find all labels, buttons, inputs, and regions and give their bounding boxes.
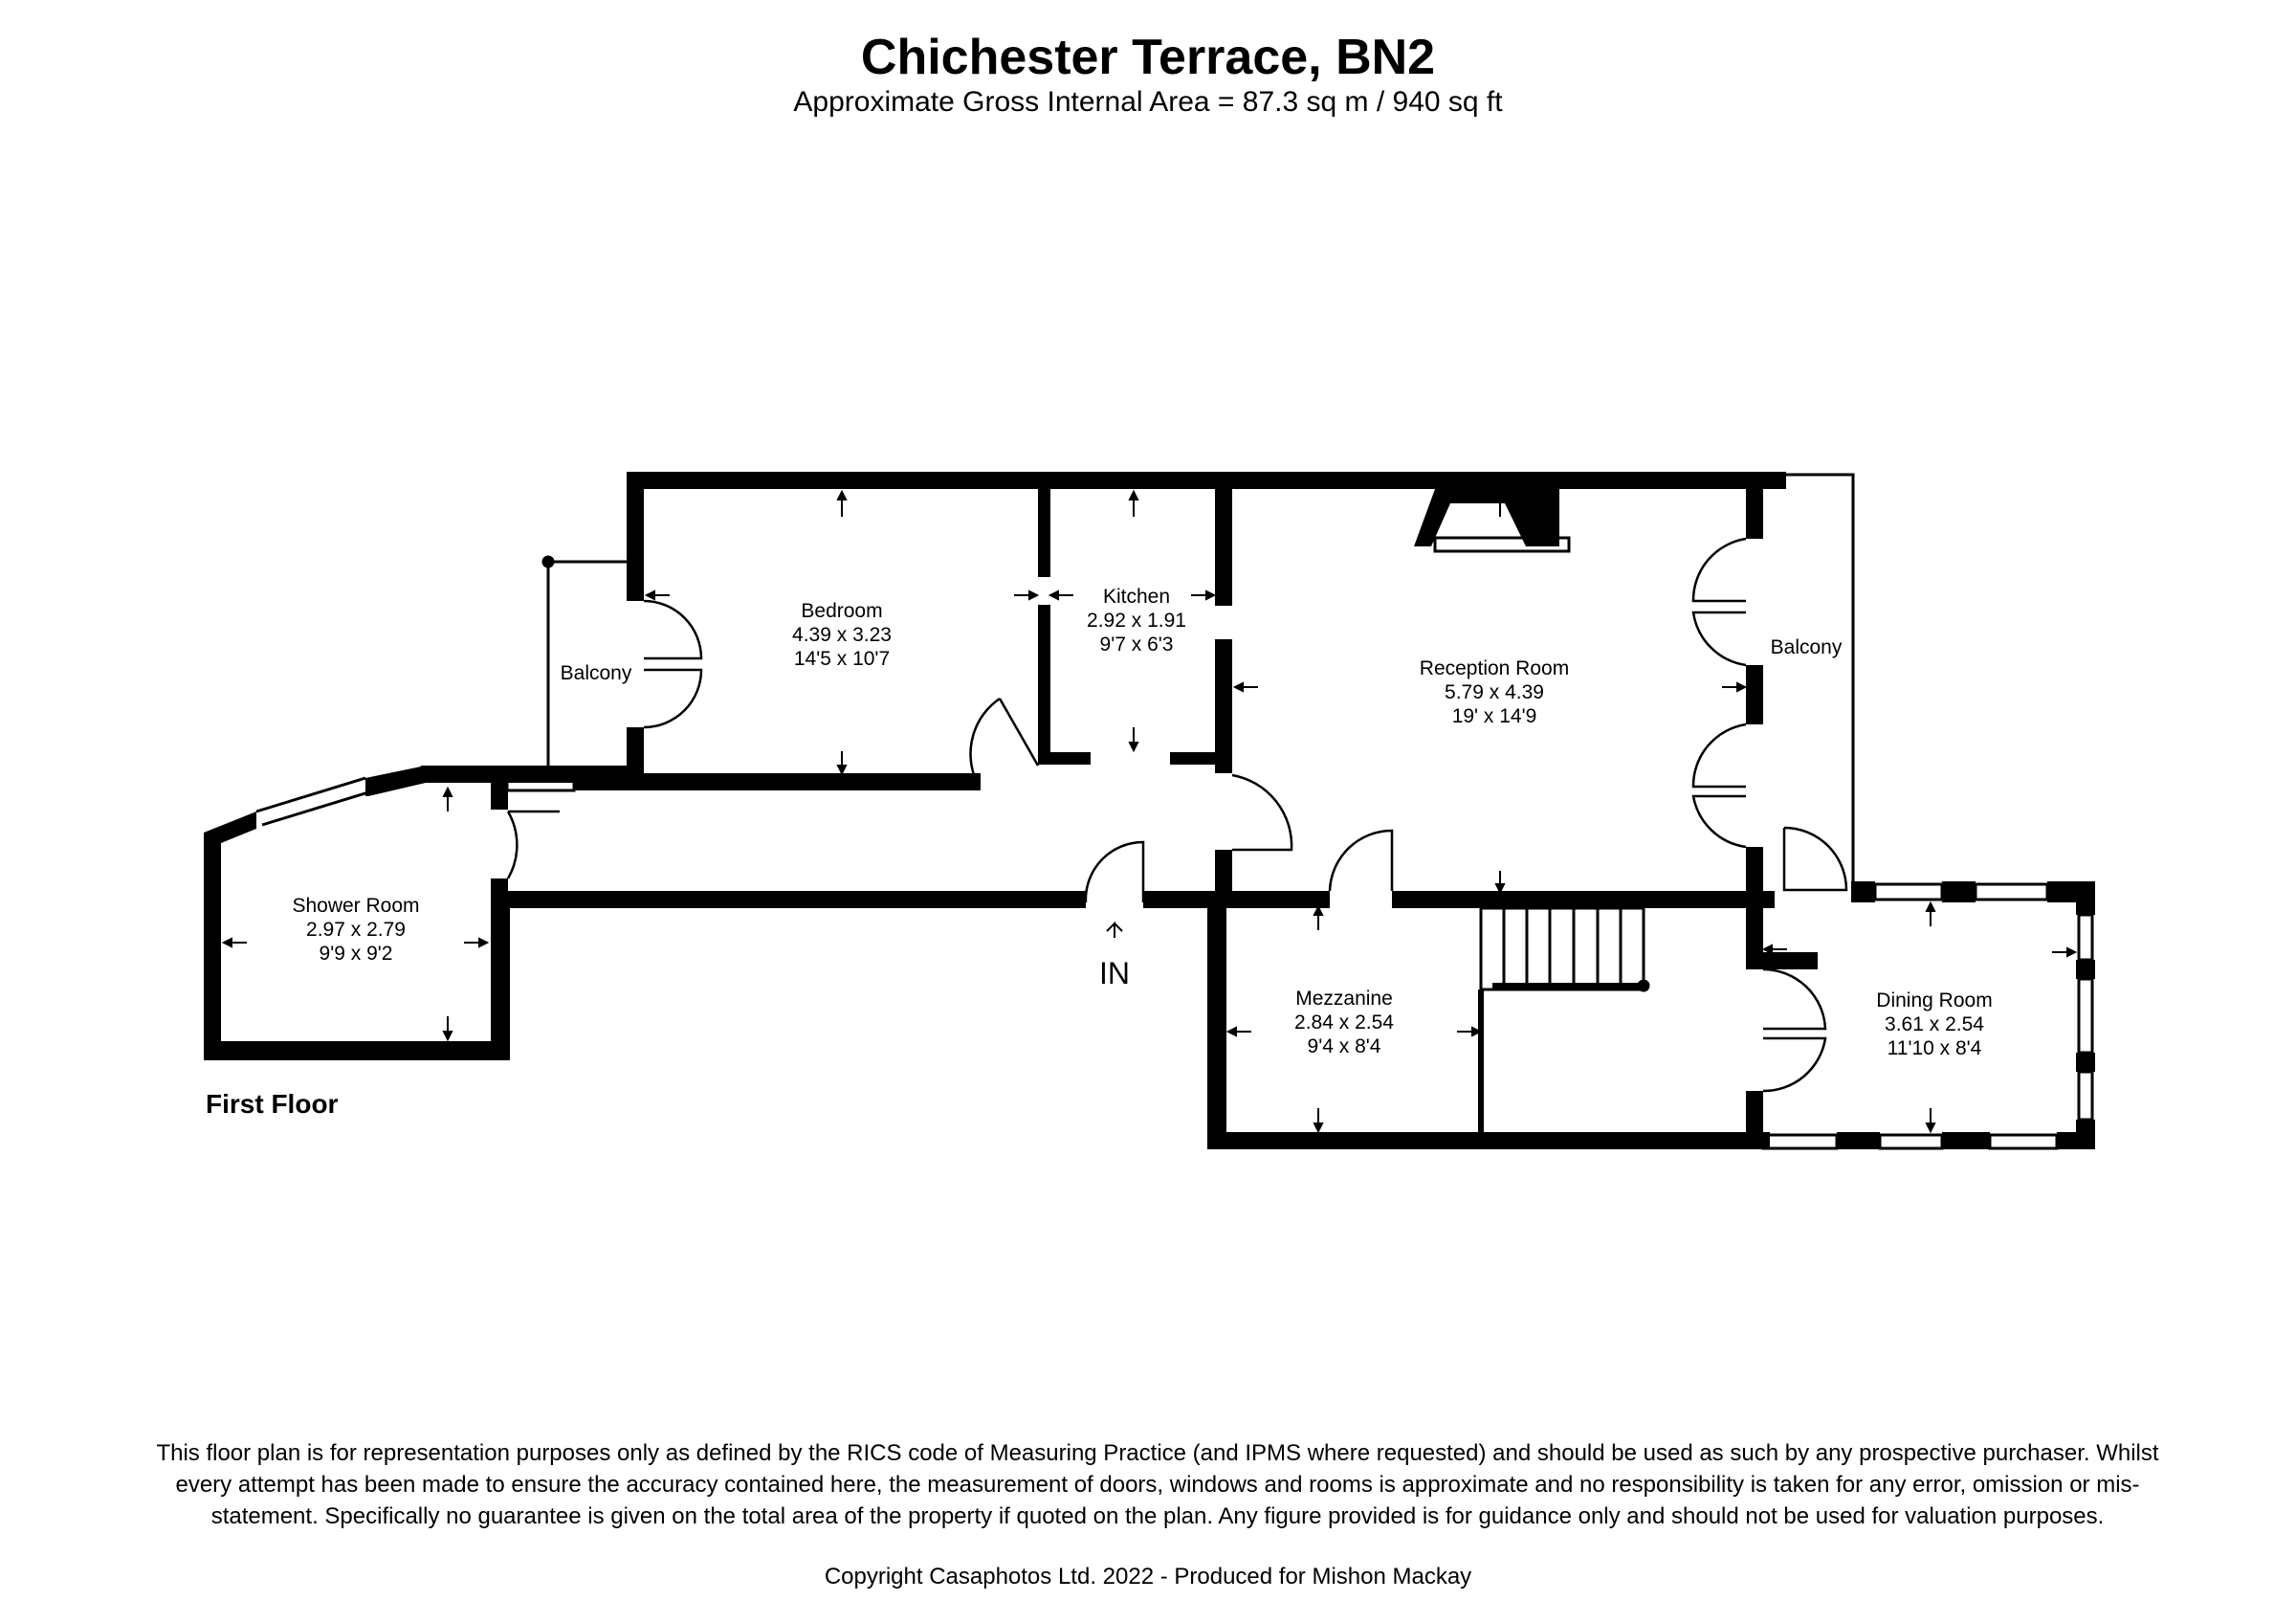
bedroom-metric: 4.39 x 3.23 [792, 624, 892, 646]
mezzanine-imperial: 9'4 x 8'4 [1308, 1035, 1381, 1057]
dining-imperial: 11'10 x 8'4 [1888, 1037, 1982, 1059]
floor-label: First Floor [206, 1089, 339, 1119]
walls [204, 472, 2095, 1149]
balcony-left-name: Balcony [561, 662, 632, 684]
shower-name: Shower Room [292, 895, 419, 917]
kitchen-metric: 2.92 x 1.91 [1087, 610, 1186, 632]
bedroom-imperial: 14'5 x 10'7 [794, 648, 890, 670]
kitchen-name: Kitchen [1103, 586, 1170, 608]
dining-metric: 3.61 x 2.54 [1885, 1013, 1984, 1035]
mezzanine-metric: 2.84 x 2.54 [1294, 1012, 1394, 1034]
kitchen-imperial: 9'7 x 6'3 [1100, 634, 1174, 656]
bedroom-name: Bedroom [801, 600, 882, 622]
reception-name: Reception Room [1420, 657, 1569, 679]
shower-imperial: 9'9 x 9'2 [320, 943, 393, 965]
entrance-label: IN [1099, 956, 1130, 990]
measurement-arrows [221, 489, 2078, 1134]
balcony-right-name: Balcony [1771, 636, 1843, 658]
reception-metric: 5.79 x 4.39 [1445, 681, 1544, 703]
copyright: Copyright Casaphotos Ltd. 2022 - Produce… [824, 1564, 1472, 1590]
thin-lines [255, 473, 2094, 1150]
mezzanine-name: Mezzanine [1295, 988, 1393, 1010]
shower-metric: 2.97 x 2.79 [306, 919, 406, 941]
room-labels: Bedroom 4.39 x 3.23 14'5 x 10'7 Kitchen … [292, 586, 1992, 1059]
plan-title: Chichester Terrace, BN2 [860, 30, 1436, 85]
dining-name: Dining Room [1876, 989, 1992, 1012]
plan-subtitle: Approximate Gross Internal Area = 87.3 s… [793, 86, 1503, 118]
door-swings [506, 537, 1848, 1093]
disclaimer: This floor plan is for representation pu… [156, 1440, 2159, 1529]
reception-imperial: 19' x 14'9 [1452, 705, 1537, 727]
